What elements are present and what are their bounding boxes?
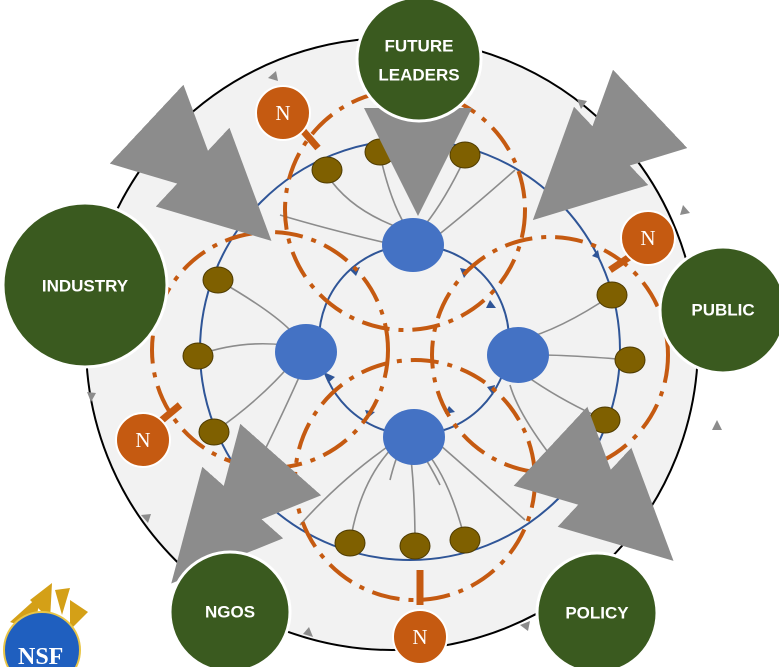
ring-arrow	[592, 250, 600, 259]
network-circle-right	[430, 235, 670, 475]
hub-node-right	[487, 327, 549, 383]
member-node	[364, 138, 396, 166]
hub-node-left	[275, 324, 337, 380]
outer-flow-arrow	[303, 627, 313, 637]
stakeholder-label: POLICY	[565, 603, 629, 622]
member-node	[614, 346, 646, 374]
member-node	[198, 418, 230, 446]
member-node	[399, 532, 431, 560]
outer-flow-arrow	[520, 621, 530, 631]
member-node	[182, 342, 214, 370]
network-marker: N	[608, 210, 676, 273]
nsf-logo-globe	[3, 611, 81, 667]
hub-nodes	[275, 218, 549, 465]
stakeholder-label: INDUSTRY	[42, 276, 129, 295]
network-marker-label: N	[135, 428, 150, 452]
outer-flow-arrow	[680, 205, 690, 215]
nsf-logo: NSF	[3, 583, 88, 667]
network-marker: N	[392, 570, 448, 665]
stakeholder-future-leaders: FUTURE LEADERS	[355, 0, 483, 123]
exchange-arrow	[109, 84, 272, 241]
network-markers: N N N N	[115, 85, 676, 665]
exchange-arrow	[171, 423, 322, 584]
outer-flow-arrow	[650, 535, 659, 545]
hub-node-top	[382, 218, 444, 272]
exchange-arrow	[513, 406, 674, 561]
network-marker-label: N	[275, 101, 290, 125]
outer-flow-arrow	[712, 420, 722, 430]
stakeholder-label: FUTURE	[385, 36, 454, 55]
member-node	[449, 526, 481, 554]
member-node	[202, 266, 234, 294]
outer-flow-arrow	[87, 392, 96, 402]
network-marker: N	[115, 402, 183, 468]
nsf-logo-text: NSF	[18, 644, 63, 667]
network-circle-left	[150, 230, 390, 470]
hub-node-bottom	[383, 409, 445, 465]
outer-flow-arrow	[268, 71, 278, 81]
ring-arrow	[486, 300, 496, 308]
member-node	[596, 281, 628, 309]
member-node	[589, 406, 621, 434]
stakeholder-public: PUBLIC	[658, 245, 779, 375]
stakeholder-industry: INDUSTRY	[1, 201, 169, 369]
outer-flow-arrow	[141, 514, 151, 523]
stakeholder-policy: POLICY	[535, 551, 659, 667]
member-node	[449, 141, 481, 169]
stakeholder-label: NGOS	[205, 602, 255, 621]
member-node	[311, 156, 343, 184]
exchange-arrow	[532, 69, 688, 221]
stakeholder-label: PUBLIC	[691, 300, 754, 319]
stakeholder-ngos: NGOS	[168, 550, 292, 667]
network-marker-label: N	[412, 625, 427, 649]
stakeholder-label: LEADERS	[378, 65, 459, 84]
member-node	[334, 529, 366, 557]
ring-arrow	[326, 373, 335, 383]
network-marker-label: N	[640, 226, 655, 250]
